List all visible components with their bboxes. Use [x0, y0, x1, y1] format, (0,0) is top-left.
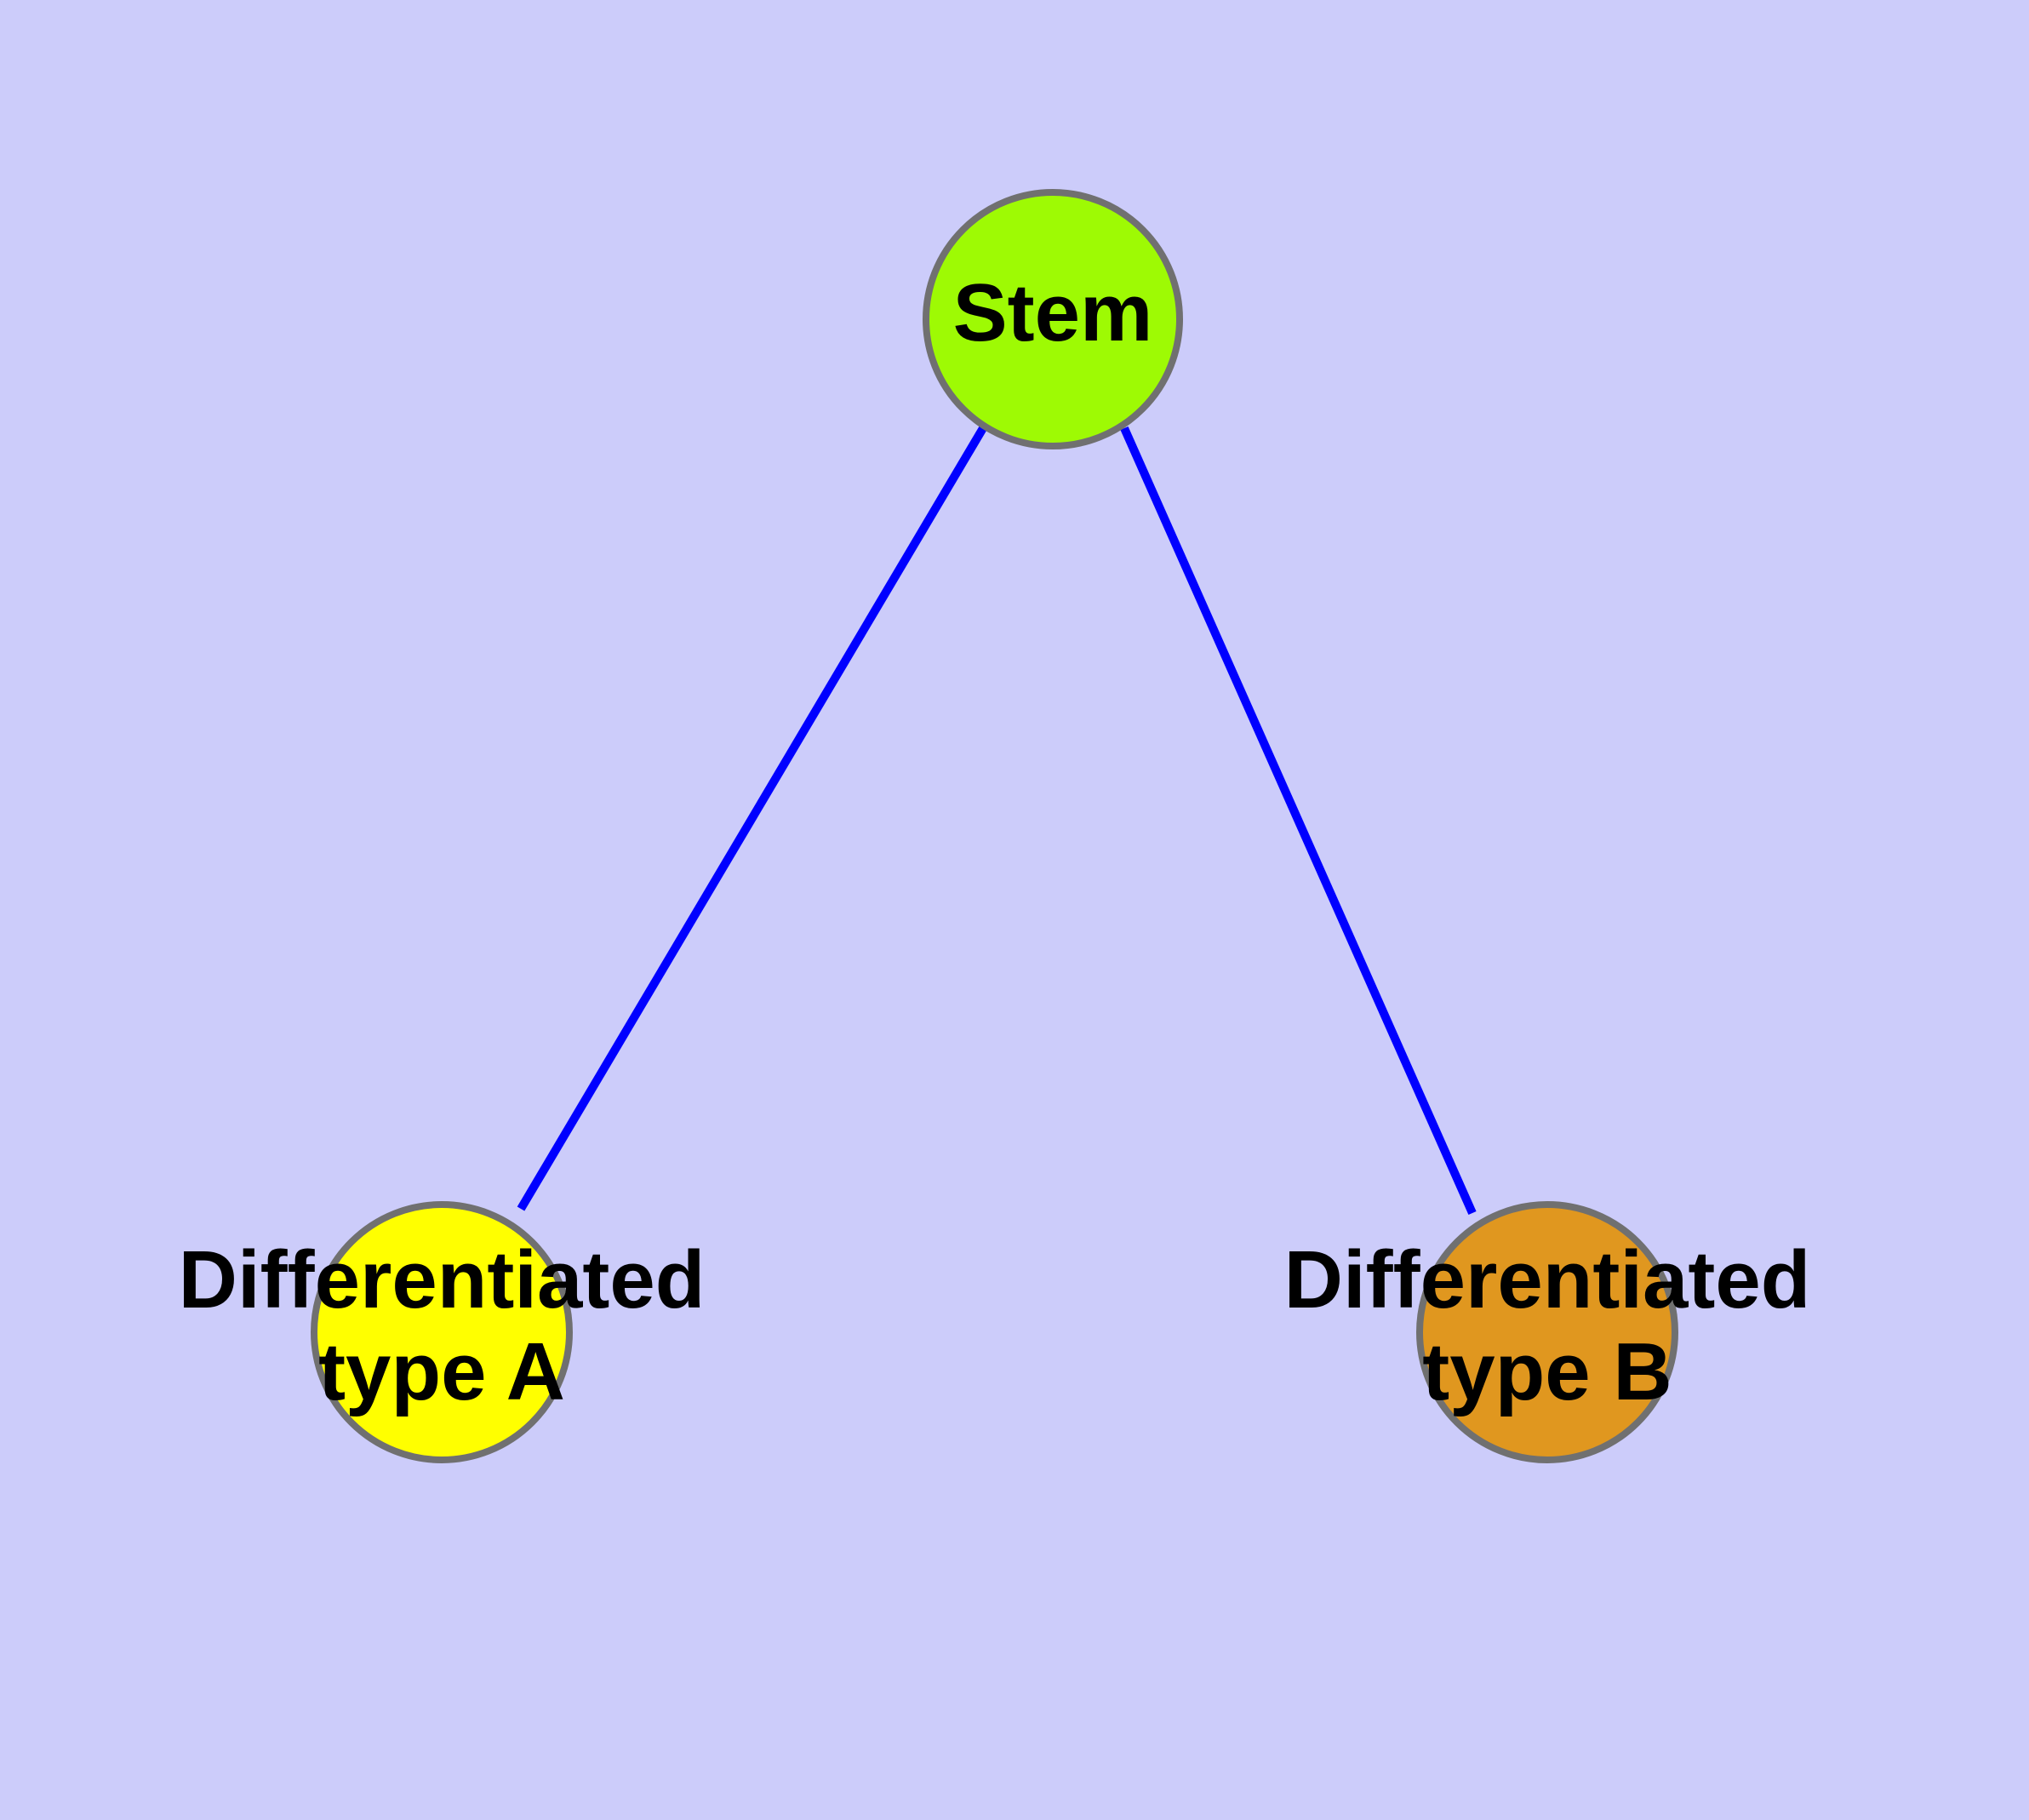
node-label-line: Differentiated — [179, 1235, 706, 1326]
node-circle-diff-a[interactable] — [311, 1201, 573, 1463]
graph-edge-stem-to-diff-b[interactable] — [1120, 426, 1477, 1216]
node-label-line: Differentiated — [1284, 1235, 1811, 1326]
graph-node-stem[interactable]: Stem — [923, 189, 1183, 449]
node-label-line: type A — [318, 1326, 565, 1417]
graph-edge-stem-to-diff-a[interactable] — [517, 426, 987, 1211]
node-label-line: Stem — [953, 267, 1153, 358]
node-label-stem: Stem — [953, 267, 1153, 358]
node-label-line: type B — [1422, 1326, 1672, 1417]
node-circle-diff-b[interactable] — [1416, 1201, 1678, 1463]
node-circle-stem[interactable] — [923, 189, 1183, 449]
edges-layer — [517, 426, 1477, 1216]
